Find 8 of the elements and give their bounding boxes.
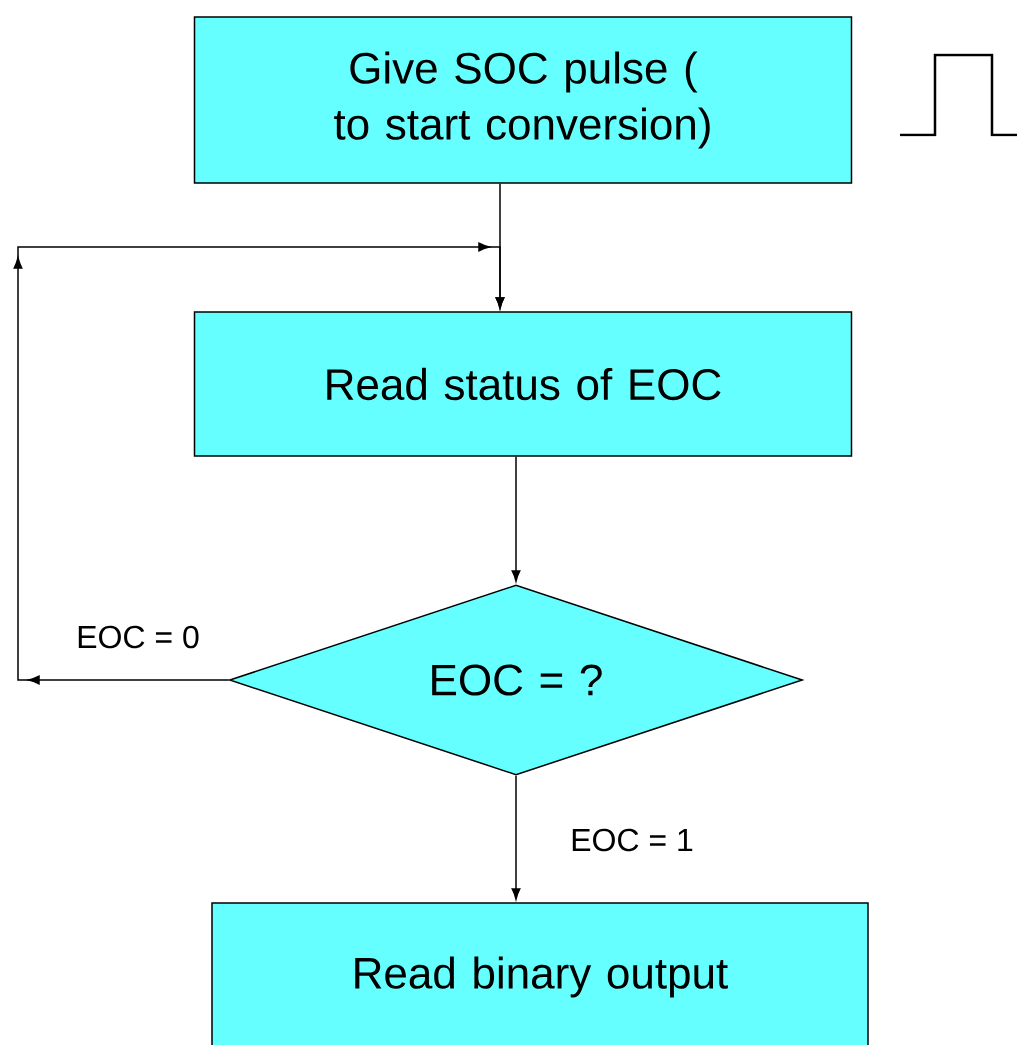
edge-label: EOC = 0 <box>74 623 202 651</box>
arrow <box>511 456 521 582</box>
arrow <box>511 775 521 900</box>
edge-label: EOC = 1 <box>568 826 696 854</box>
process-box: Give SOC pulse ( to start conversion) <box>193 16 853 184</box>
process-box: Read status of EOC <box>193 311 853 457</box>
process-box: Read binary output <box>211 902 869 1045</box>
arrow <box>13 242 505 685</box>
